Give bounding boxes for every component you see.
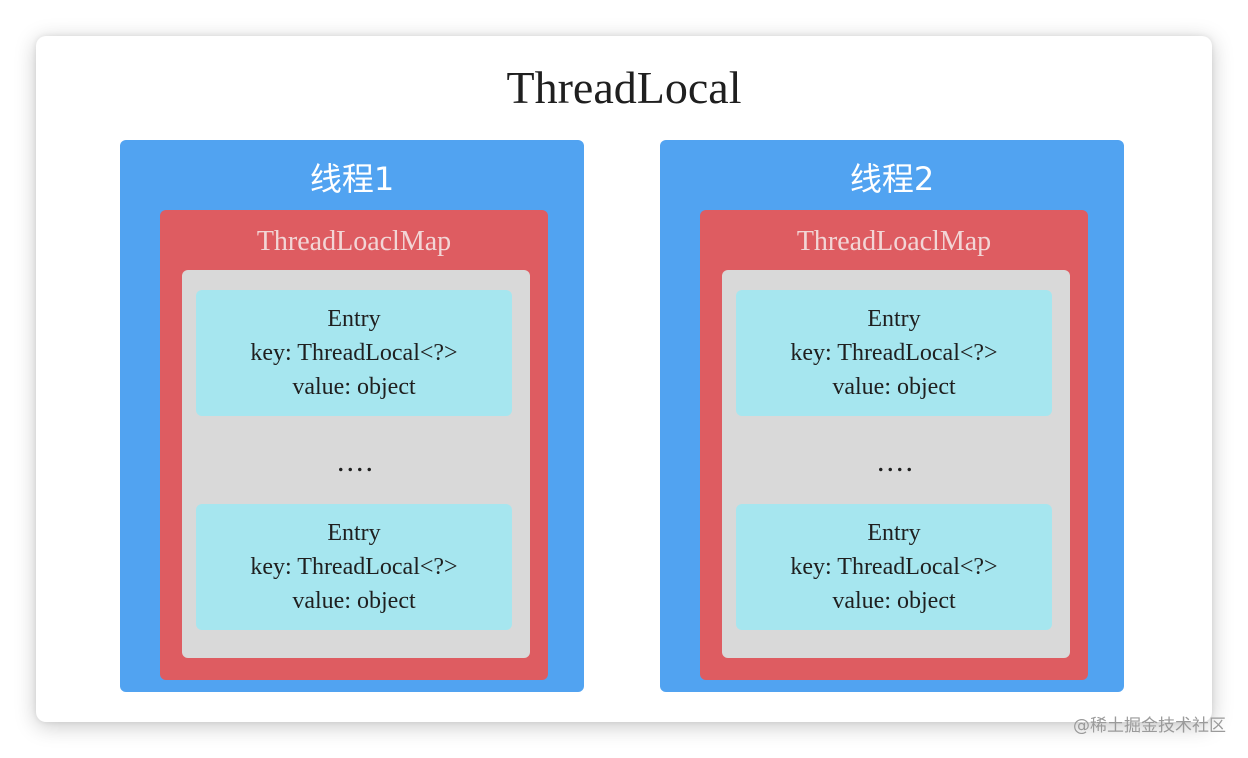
thread-1-label: 线程1 bbox=[309, 160, 395, 198]
entry-value: value: object bbox=[832, 374, 956, 400]
thread-1-map-entries: Entry key: ThreadLocal<?> value: object … bbox=[182, 270, 530, 658]
thread-2-box: 线程2 ThreadLoaclMap Entry key: ThreadLoca… bbox=[660, 140, 1124, 692]
entry-name: Entry bbox=[867, 306, 921, 332]
thread-1-ellipsis: .... bbox=[337, 445, 375, 478]
entry-key: key: ThreadLocal<?> bbox=[790, 554, 998, 580]
entry-key: key: ThreadLocal<?> bbox=[250, 340, 458, 366]
watermark: @稀土掘金技术社区 bbox=[1073, 716, 1226, 736]
thread-2-entry-1: Entry key: ThreadLocal<?> value: object bbox=[736, 290, 1052, 416]
thread-2-map-box: ThreadLoaclMap Entry key: ThreadLocal<?>… bbox=[700, 210, 1088, 680]
thread-2-entry-2: Entry key: ThreadLocal<?> value: object bbox=[736, 504, 1052, 630]
thread-1-entry-2: Entry key: ThreadLocal<?> value: object bbox=[196, 504, 512, 630]
entry-key: key: ThreadLocal<?> bbox=[250, 554, 458, 580]
entry-key: key: ThreadLocal<?> bbox=[790, 340, 998, 366]
thread-1-map-box: ThreadLoaclMap Entry key: ThreadLocal<?>… bbox=[160, 210, 548, 680]
diagram-title: ThreadLocal bbox=[506, 62, 742, 113]
entry-value: value: object bbox=[832, 588, 956, 614]
thread-2-ellipsis: .... bbox=[877, 445, 915, 478]
entry-value: value: object bbox=[292, 588, 416, 614]
thread-1-entry-1: Entry key: ThreadLocal<?> value: object bbox=[196, 290, 512, 416]
thread-1-box: 线程1 ThreadLoaclMap Entry key: ThreadLoca… bbox=[120, 140, 584, 692]
entry-name: Entry bbox=[327, 306, 381, 332]
entry-value: value: object bbox=[292, 374, 416, 400]
entry-name: Entry bbox=[867, 520, 921, 546]
thread-2-label: 线程2 bbox=[849, 160, 935, 198]
thread-2-map-label: ThreadLoaclMap bbox=[796, 226, 992, 257]
entry-name: Entry bbox=[327, 520, 381, 546]
thread-2-map-entries: Entry key: ThreadLocal<?> value: object … bbox=[722, 270, 1070, 658]
thread-1-map-label: ThreadLoaclMap bbox=[256, 226, 452, 257]
